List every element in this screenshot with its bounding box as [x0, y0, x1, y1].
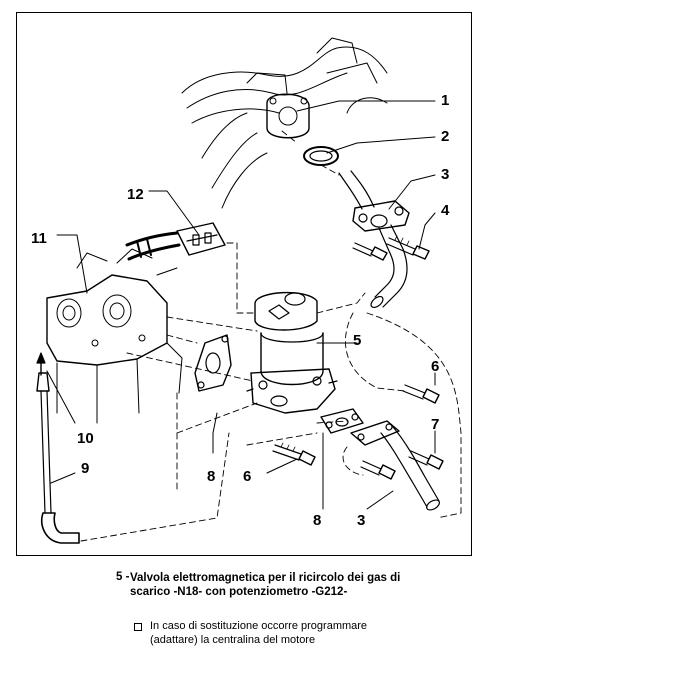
gasket-ring	[303, 146, 339, 166]
callout-2: 2	[441, 128, 449, 145]
intake-manifold	[181, 37, 388, 209]
bolt-right	[402, 384, 440, 404]
connecting-pipe-lower	[350, 420, 440, 511]
socket-tool	[36, 372, 80, 544]
connecting-pipe-upper	[338, 170, 410, 309]
bolt-small-lower	[360, 460, 396, 480]
callout-labels: 1 2 3 4 5 6 7 8 6 8 3 9 10 11 12	[31, 92, 450, 529]
electrical-connector	[125, 222, 226, 261]
callout-9: 9	[81, 460, 89, 477]
callout-10: 10	[77, 430, 94, 447]
callout-1: 1	[441, 92, 449, 109]
callout-3: 3	[441, 166, 449, 183]
callout-8-lower: 8	[313, 512, 321, 529]
callout-7: 7	[431, 416, 439, 433]
bolt-small	[352, 242, 388, 261]
gasket-right	[320, 408, 364, 434]
direction-arrow	[36, 352, 46, 376]
callout-8: 8	[207, 468, 215, 485]
exploded-view-diagram: 1 2 3 4 5 6 7 8 6 8 3 9 10 11 12	[16, 12, 472, 556]
gasket-left	[194, 334, 232, 392]
callout-11: 11	[31, 230, 47, 247]
bolt-7	[408, 450, 444, 470]
callout-6: 6	[431, 358, 439, 375]
caption-title: Valvola elettromagnetica per il ricircol…	[130, 572, 401, 598]
bolt-lower-left	[272, 442, 316, 466]
caption-note: In caso di sostituzione occorre programm…	[150, 620, 368, 646]
checkbox-bullet-icon	[134, 623, 142, 631]
bolt-upper	[386, 235, 430, 260]
callout-6-lower: 6	[243, 468, 251, 485]
callout-3-lower: 3	[357, 512, 365, 529]
egr-valve	[246, 291, 338, 414]
assembly-guide-lines	[80, 130, 462, 542]
cylinder-head	[46, 248, 183, 424]
caption-number: 5 -	[116, 571, 130, 583]
leader-lines	[46, 100, 436, 510]
callout-12: 12	[127, 186, 144, 203]
callout-4: 4	[441, 202, 450, 219]
callout-5: 5	[353, 332, 361, 349]
